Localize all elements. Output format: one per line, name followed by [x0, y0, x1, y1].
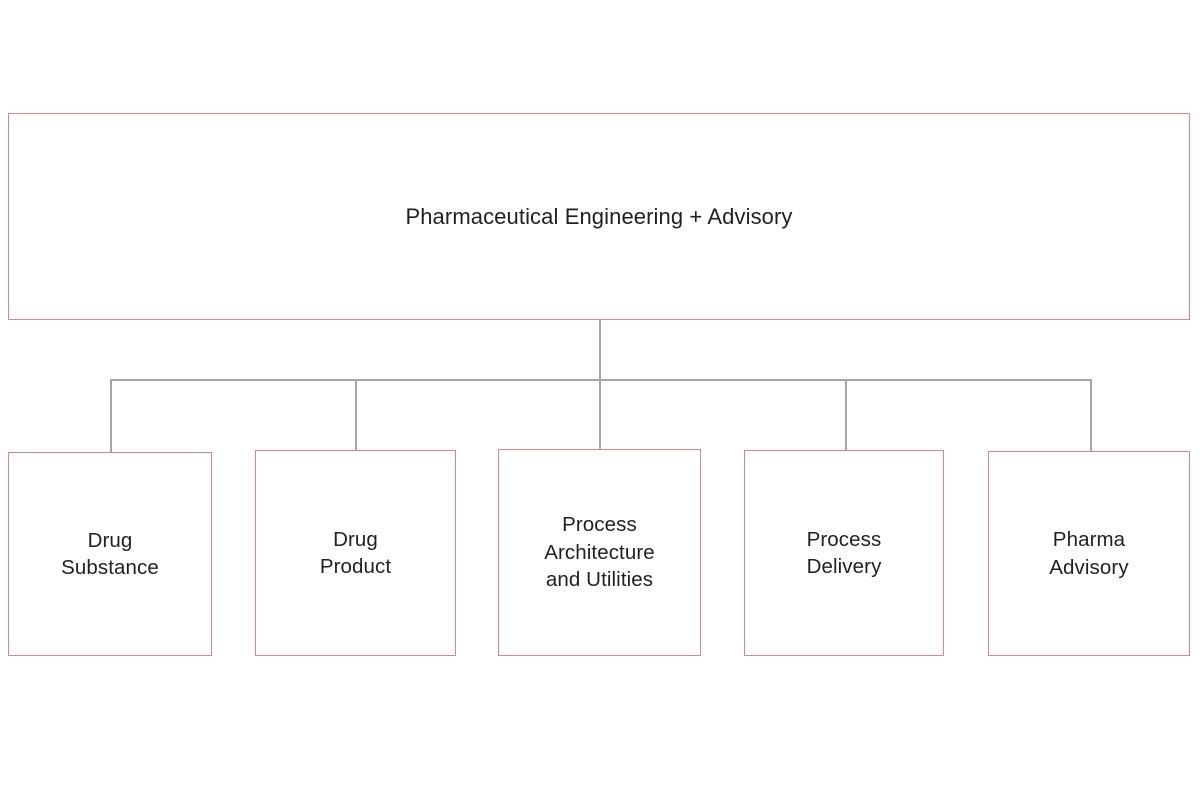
child-node-drug-product[interactable]: Drug Product — [255, 450, 456, 656]
connector-drop-process-delivery — [845, 379, 847, 450]
child-node-pharma-advisory[interactable]: Pharma Advisory — [988, 451, 1190, 656]
connector-drop-pharma-advisory — [1090, 379, 1092, 451]
child-node-label: Process Delivery — [806, 527, 882, 578]
root-node-label: Pharmaceutical Engineering + Advisory — [405, 203, 793, 229]
connector-drop-process-architecture-and-utilities — [599, 379, 601, 449]
child-node-process-delivery[interactable]: Process Delivery — [744, 450, 944, 656]
child-node-label: Process Architecture and Utilities — [544, 513, 655, 592]
root-node-pharmaceutical-engineering-advisory[interactable]: Pharmaceutical Engineering + Advisory — [8, 113, 1190, 320]
connector-horizontal-bus — [110, 379, 1091, 381]
connector-drop-drug-substance — [110, 379, 112, 452]
child-node-label: Drug Product — [319, 527, 392, 578]
child-node-process-architecture-and-utilities[interactable]: Process Architecture and Utilities — [498, 449, 701, 656]
child-node-label: Drug Substance — [61, 528, 159, 579]
connector-drop-drug-product — [355, 379, 357, 450]
child-node-label: Pharma Advisory — [1049, 528, 1129, 579]
child-node-drug-substance[interactable]: Drug Substance — [8, 452, 212, 656]
connector-trunk-vertical — [599, 320, 601, 380]
